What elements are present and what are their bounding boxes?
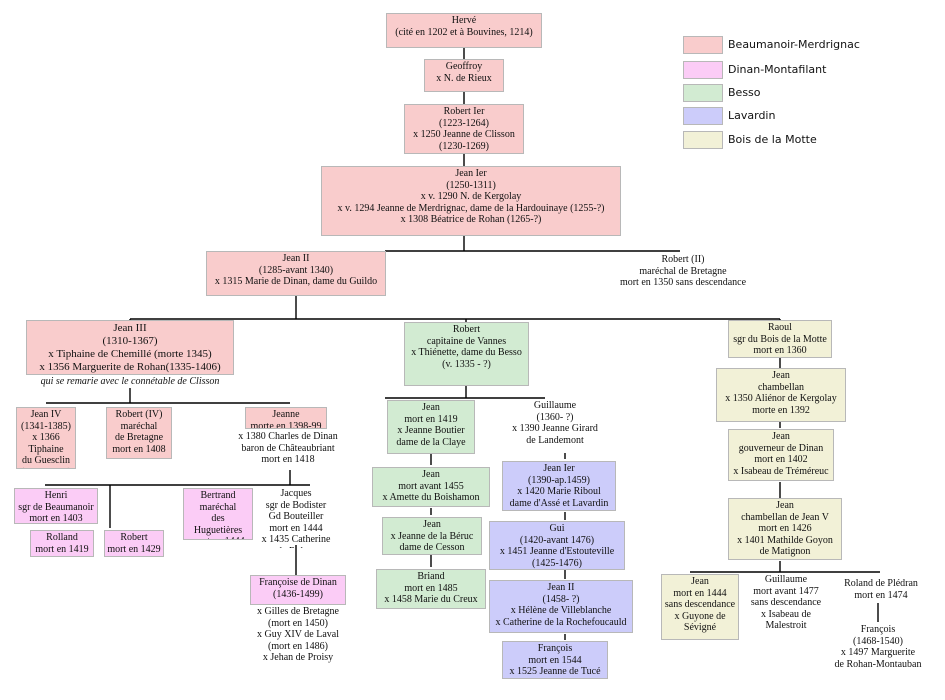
person-gui: Gui (1420-avant 1476) x 1451 Jeanne d'Es… [489,521,625,570]
person-jeanne: Jeanne morte en 1398-99 [245,407,327,429]
person-jean-gouverneur-de-dinan: Jean gouverneur de Dinan mort en 1402 x … [728,429,834,481]
legend-swatch-bois [683,131,723,149]
legend-swatch-lavardin [683,107,723,125]
person-herve: Hervé (cité en 1202 et à Bouvines, 1214) [386,13,542,48]
person-jean-ii: Jean II (1285-avant 1340) x 1315 Marie d… [206,251,386,296]
person-jean-chambellan: Jean chambellan x 1350 Aliénor de Kergol… [716,368,846,422]
person-henri: Henri sgr de Beaumanoir mort en 1403 [14,488,98,524]
person-robert-ii: Robert (II) maréchal de Bretagne mort en… [619,254,747,288]
person-guillaume-1360: Guillaume (1360- ?) x 1390 Jeanne Girard… [512,400,598,446]
legend-label-besso: Besso [728,86,761,99]
person-jean-1419: Jean mort en 1419 x Jeanne Boutier dame … [387,400,475,454]
jean-iii-note: qui se remarie avec le connétable de Cli… [40,376,220,387]
jeanne-spouse: x 1380 Charles de Dinan baron de Château… [238,431,338,465]
francoise-spouses: x Gilles de Bretagne (mort en 1450) x Gu… [256,606,340,663]
person-roland-de-pledran: Roland de Plédran mort en 1474 [844,578,918,601]
person-robert-1429: Robert mort en 1429 [104,530,164,557]
person-robert-ier: Robert Ier (1223-1264) x 1250 Jeanne de … [404,104,524,154]
person-jean-ier: Jean Ier (1250-1311) x v. 1290 N. de Ker… [321,166,621,236]
legend-swatch-beaumanoir [683,36,723,54]
person-jean-chambellan-de-jean-v: Jean chambellan de Jean V mort en 1426 x… [728,498,842,560]
legend-swatch-besso [683,84,723,102]
person-bois-francois: François (1468-1540) x 1497 Marguerite d… [834,624,922,670]
person-jean-iii: Jean III (1310-1367) x Tiphaine de Chemi… [26,320,234,375]
person-bertrand: Bertrand maréchal des Huguetières mort e… [183,488,253,540]
person-francoise-de-dinan: Françoise de Dinan (1436-1499) [250,575,346,605]
person-lavardin-francois: François mort en 1544 x 1525 Jeanne de T… [502,641,608,679]
person-robert-iv: Robert (IV) maréchal de Bretagne mort en… [106,407,172,459]
person-jean-beruc: Jean x Jeanne de la Béruc dame de Cesson [382,517,482,555]
legend-label-bois: Bois de la Motte [728,133,817,146]
legend-swatch-dinan [683,61,723,79]
person-jacques: Jacques sgr de Bodister Gd Bouteiller mo… [261,488,331,548]
person-jean-iv: Jean IV (1341-1385) x 1366 Tiphaine du G… [16,407,76,469]
person-jean-1444: Jean mort en 1444 sans descendance x Guy… [661,574,739,640]
legend-label-dinan: Dinan-Montafilant [728,63,827,76]
person-lavardin-jean-ii: Jean II (1458- ?) x Hélène de Villeblanc… [489,580,633,633]
person-rolland: Rolland mort en 1419 [30,530,94,557]
person-guillaume-avant-1477: Guillaume mort avant 1477 sans descendan… [750,574,822,631]
person-jean-avant-1455: Jean mort avant 1455 x Amette du Boisham… [372,467,490,507]
legend-label-lavardin: Lavardin [728,109,776,122]
person-geoffroy: Geoffroy x N. de Rieux [424,59,504,92]
legend-label-beaumanoir: Beaumanoir-Merdrignac [728,38,860,51]
person-raoul: Raoul sgr du Bois de la Motte mort en 13… [728,320,832,358]
person-briand: Briand mort en 1485 x 1458 Marie du Creu… [376,569,486,609]
person-robert-capitaine-de-vannes: Robert capitaine de Vannes x Thiénette, … [404,322,529,386]
person-lavardin-jean-ier: Jean Ier (1390-ap.1459) x 1420 Marie Rib… [502,461,616,511]
